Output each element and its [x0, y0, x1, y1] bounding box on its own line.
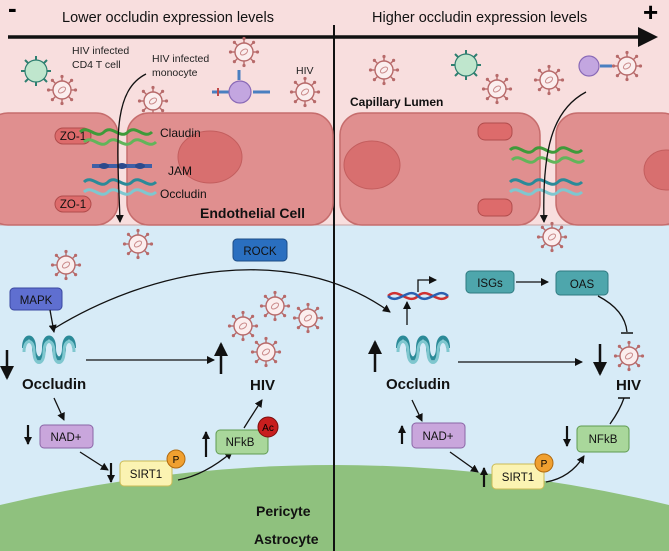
mapk-label: MAPK — [20, 295, 53, 307]
occludin-strands-right — [508, 178, 584, 196]
occludin-right-label: Occludin — [386, 376, 450, 393]
monocyte-label-line1: HIV infected — [152, 53, 209, 65]
astrocyte-label: Astrocyte — [254, 531, 319, 547]
left-header: Lower occludin expression levels — [62, 10, 274, 26]
nad-to-sirt1-arrow-right — [449, 451, 479, 473]
zo1-pill-right-bottom — [477, 198, 513, 217]
jam-proteins-left — [92, 163, 152, 169]
mapk-arrow — [48, 309, 57, 333]
acetyl-badge — [257, 416, 279, 438]
oas-box — [555, 270, 609, 296]
monocyte-label-line2: monocyte — [152, 67, 198, 79]
hiv-virus-icon — [122, 228, 154, 260]
claudin-label: Claudin — [160, 126, 201, 140]
occludin-junction-label: Occludin — [160, 187, 207, 201]
right-header: Higher occludin expression levels — [372, 10, 587, 26]
hiv-virus-icon — [611, 50, 643, 82]
hiv-virus-icon — [46, 74, 78, 106]
nad-label: NAD+ — [51, 432, 82, 444]
nad-to-sirt1-arrow — [79, 451, 109, 471]
rock-label: ROCK — [243, 246, 277, 258]
phospho-label-right: P — [541, 459, 548, 470]
occludin-strands-left — [82, 178, 158, 196]
oas-label: OAS — [570, 279, 595, 291]
dna-helix-icon — [387, 291, 449, 301]
phospho-badge-left — [166, 449, 186, 469]
occludin-to-nad-arrow-right — [411, 399, 423, 422]
sirt1-label: SIRT1 — [130, 469, 162, 481]
sirt1-label-right: SIRT1 — [502, 472, 534, 484]
sirt1-box-right — [491, 463, 545, 490]
hiv-virus-icon — [259, 290, 291, 322]
nfkb-label: NFkB — [226, 437, 255, 449]
endothelial-nucleus-right-b — [643, 149, 669, 191]
plus-sign: + — [643, 0, 658, 27]
endothelial-cell-right-a — [339, 112, 541, 226]
hiv-virus-icon — [250, 336, 282, 368]
expression-arrow-head — [638, 27, 658, 47]
nad-box — [39, 424, 94, 449]
hiv-infected-monocyte — [212, 70, 270, 104]
hiv-virus-icon — [536, 221, 568, 253]
cd4-label-line1: HIV infected — [72, 45, 129, 57]
minus-sign: - — [8, 0, 17, 23]
hiv-top-label: HIV — [296, 65, 314, 77]
transmigration-arrow-left — [115, 73, 147, 223]
occludin-left-label: Occludin — [22, 376, 86, 393]
claudin-strands-left — [78, 128, 158, 146]
hiv-virus-icon — [228, 36, 260, 68]
isgs-box — [465, 270, 515, 294]
phospho-label-left: P — [173, 455, 180, 466]
transcription-start-arrow — [417, 276, 437, 292]
hiv-virus-icon — [227, 310, 259, 342]
hiv-infected-cd4-t-cell-right — [451, 50, 481, 80]
acetyl-label: Ac — [262, 423, 274, 434]
transmigration-arrow-right — [539, 91, 587, 223]
mapk-box — [9, 287, 63, 311]
occludin-to-nad-arrow — [53, 397, 65, 421]
nfkb-box — [215, 429, 269, 455]
zo1-top-label: ZO-1 — [60, 131, 86, 143]
sirt1-box — [119, 460, 173, 487]
capillary-lumen-label: Capillary Lumen — [350, 95, 443, 109]
nfkb-box-right — [576, 425, 630, 453]
pericyte-label: Pericyte — [256, 503, 311, 519]
hiv-virus-icon — [292, 302, 324, 334]
oas-inhibition-line — [597, 295, 628, 333]
zo1-bottom-pill — [54, 195, 92, 213]
hiv-virus-icon — [613, 340, 645, 372]
rock-box — [232, 238, 288, 262]
jam-label: JAM — [168, 164, 192, 178]
hiv-virus-icon — [368, 54, 400, 86]
endothelial-nucleus-right — [343, 140, 401, 190]
hiv-infected-monocyte-right — [578, 55, 612, 77]
phospho-badge-right — [534, 453, 554, 473]
endothelial-nucleus — [177, 130, 243, 184]
rock-pathway-arrow — [54, 269, 391, 329]
hiv-virus-icon — [533, 64, 565, 96]
zo1-pill-right-top — [477, 122, 513, 141]
nad-label-right: NAD+ — [423, 431, 454, 443]
zo1-bottom-label: ZO-1 — [60, 199, 86, 211]
nfkb-to-hiv-arrow — [243, 399, 263, 429]
sirt1-to-nfkb-arrow-right — [545, 455, 585, 483]
sirt1-to-nfkb-arrow — [177, 451, 233, 481]
cd4-label-line2: CD4 T cell — [72, 59, 121, 71]
isgs-label: ISGs — [477, 278, 503, 290]
hiv-virus-icon — [50, 249, 82, 281]
hiv-infected-cd4-t-cell — [21, 56, 51, 86]
hiv-right-label: HIV — [616, 377, 641, 394]
nfkb-inhibition-line — [609, 397, 625, 425]
endothelial-cell-right-b — [555, 112, 669, 226]
hiv-virus-icon — [289, 76, 321, 108]
claudin-strands-right — [508, 146, 586, 164]
hiv-virus-icon — [137, 85, 169, 117]
nad-box-right — [411, 422, 466, 449]
hiv-left-label: HIV — [250, 377, 275, 394]
endothelial-cell-label: Endothelial Cell — [200, 205, 305, 221]
hiv-virus-icon — [481, 73, 513, 105]
nfkb-label-right: NFkB — [589, 434, 618, 446]
